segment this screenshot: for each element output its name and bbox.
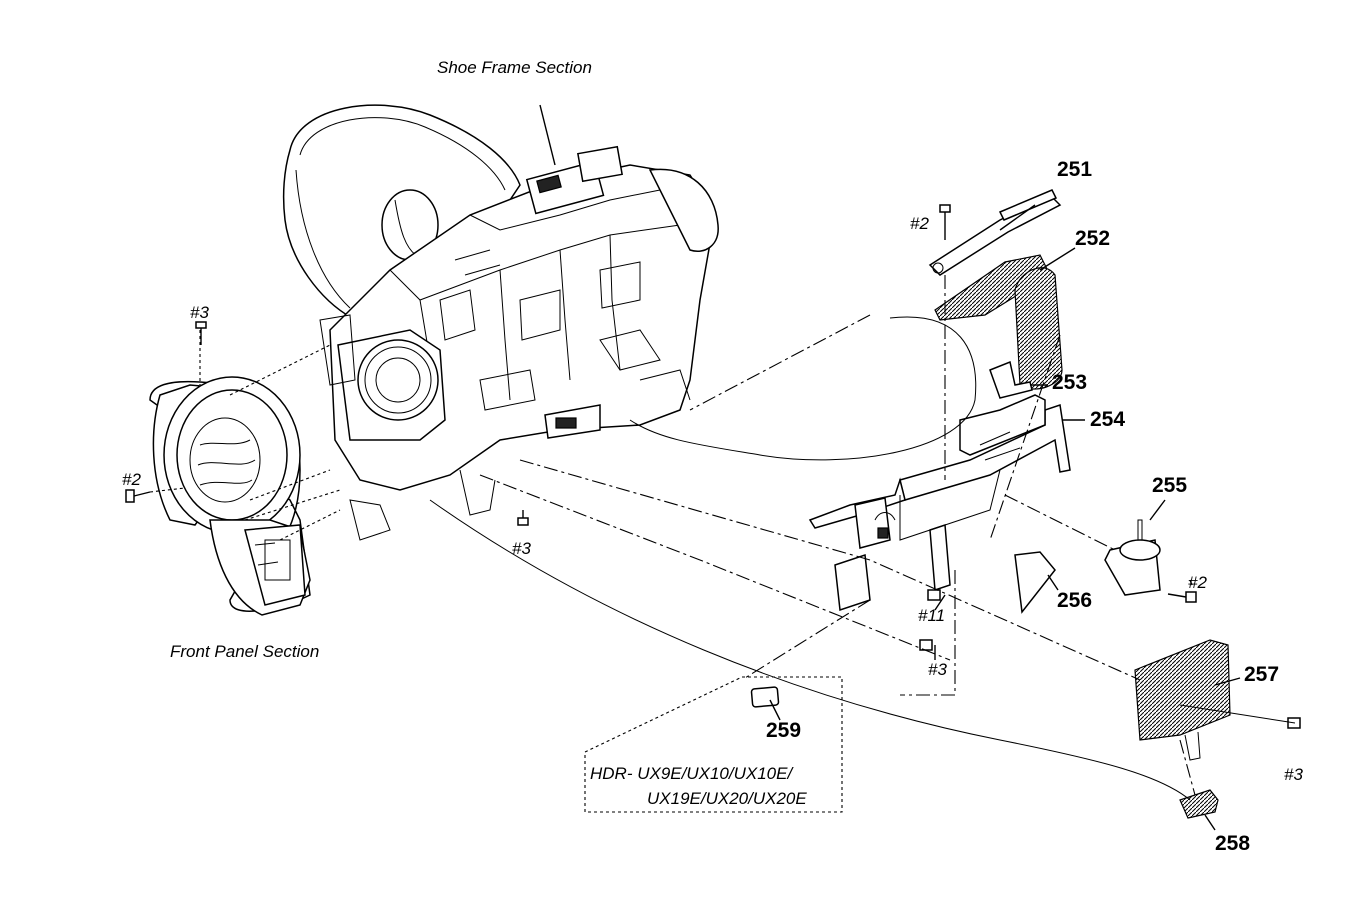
screw-icon — [927, 589, 941, 601]
shoe-frame-section-label: Shoe Frame Section — [437, 58, 592, 77]
part-number-254: 254 — [1090, 408, 1125, 431]
screw-label-right-255: #2 — [1188, 573, 1207, 592]
screw-label-mid-3: #3 — [928, 660, 947, 679]
screw-icon — [1167, 591, 1197, 603]
screw-label-right-257: #3 — [1284, 765, 1303, 784]
screw-icon — [919, 639, 933, 651]
screw-label-center-bottom: #3 — [512, 539, 531, 558]
part-256-plate — [1014, 551, 1056, 614]
lens-barrel — [337, 329, 446, 441]
model-note-line2: UX19E/UX20/UX20E — [647, 789, 807, 808]
part-number-258: 258 — [1215, 832, 1250, 855]
part-258-clip — [1179, 789, 1219, 819]
part-number-259: 259 — [766, 719, 801, 742]
part-number-256: 256 — [1057, 589, 1092, 612]
model-note-line1: HDR- UX9E/UX10/UX10E/ — [590, 764, 794, 783]
screw-icon — [125, 489, 151, 503]
front-panel-section-label: Front Panel Section — [170, 642, 319, 661]
assembly-lines — [149, 104, 1296, 831]
part-number-257: 257 — [1244, 663, 1279, 686]
screw-icon — [195, 321, 207, 345]
part-254-frame — [808, 394, 1071, 612]
screw-label-11: #11 — [918, 606, 945, 625]
screw-icon — [939, 204, 951, 240]
part-number-253: 253 — [1052, 371, 1087, 394]
part-255-block — [1104, 519, 1161, 596]
front-panel-assembly — [149, 376, 311, 616]
lcd-panel — [282, 104, 521, 319]
screw-label-top-left: #3 — [190, 303, 209, 322]
screw-icon — [517, 510, 529, 526]
screw-label-left: #2 — [122, 470, 141, 489]
part-259-pad — [750, 686, 780, 708]
part-251-bracket — [928, 189, 1062, 276]
camera-body-assembly — [282, 104, 719, 541]
screw-label-top-right: #2 — [910, 214, 929, 233]
part-number-251: 251 — [1057, 158, 1092, 181]
part-number-252: 252 — [1075, 227, 1110, 250]
part-257-cover — [1134, 639, 1231, 761]
part-number-255: 255 — [1152, 474, 1187, 497]
part-252-grip-rubber — [934, 254, 1063, 390]
part-253-tab — [989, 360, 1033, 399]
